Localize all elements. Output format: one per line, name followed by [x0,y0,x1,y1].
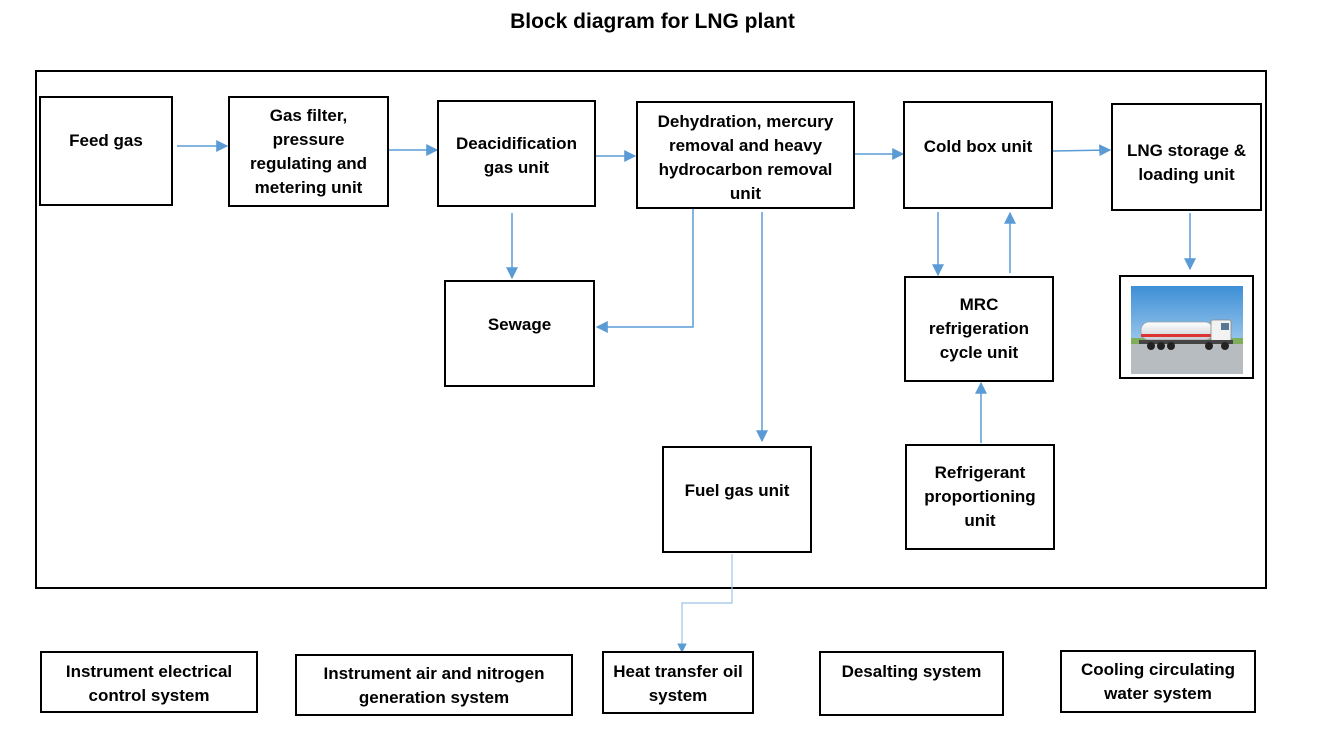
cold-box-label: Cold box unit [923,137,1033,156]
aux-heat-transfer-box: Heat transfer oil system [602,651,754,714]
aux-desalting-box: Desalting system [819,651,1004,716]
sewage-label: Sewage [487,314,552,334]
aux-instrument-air-box: Instrument air and nitrogen generation s… [295,654,573,716]
fuel-gas-label: Fuel gas unit [684,480,790,500]
mrc-label: MRC refrigeration cycle unit [928,295,1030,362]
deacidification-label: Deacidification gas unit [456,134,577,177]
aux-desalting-label: Desalting system [841,662,982,681]
feed-gas-box: Feed gas [39,96,173,206]
diagram-title: Block diagram for LNG plant [510,10,795,33]
sewage-box: Sewage [444,280,595,387]
aux-cooling-water-box: Cooling circulating water system [1060,650,1256,713]
lng-truck-image-frame [1119,275,1254,379]
dehydration-box: Dehydration, mercury removal and heavy h… [636,101,855,209]
plant-boundary-frame [35,70,1267,589]
lng-storage-box: LNG storage & loading unit [1111,103,1262,211]
mrc-box: MRC refrigeration cycle unit [904,276,1054,382]
aux-instrument-air-label: Instrument air and nitrogen generation s… [323,664,545,707]
feed-gas-label: Feed gas [69,131,143,150]
aux-instrument-electrical-label: Instrument electrical control system [65,662,233,705]
aux-cooling-water-label: Cooling circulating water system [1081,660,1235,703]
lng-storage-label: LNG storage & loading unit [1126,141,1247,184]
deacidification-box: Deacidification gas unit [437,100,596,207]
dehydration-label: Dehydration, mercury removal and heavy h… [657,112,834,203]
refrigerant-box: Refrigerant proportioning unit [905,444,1055,550]
gas-filter-label: Gas filter, pressure regulating and mete… [249,105,368,197]
lng-tanker-truck-image [1131,286,1243,374]
refrigerant-label: Refrigerant proportioning unit [924,463,1036,530]
fuel-gas-box: Fuel gas unit [662,446,812,553]
cold-box-box: Cold box unit [903,101,1053,209]
aux-instrument-electrical-box: Instrument electrical control system [40,651,258,713]
gas-filter-box: Gas filter, pressure regulating and mete… [228,96,389,207]
aux-heat-transfer-label: Heat transfer oil system [613,662,743,705]
